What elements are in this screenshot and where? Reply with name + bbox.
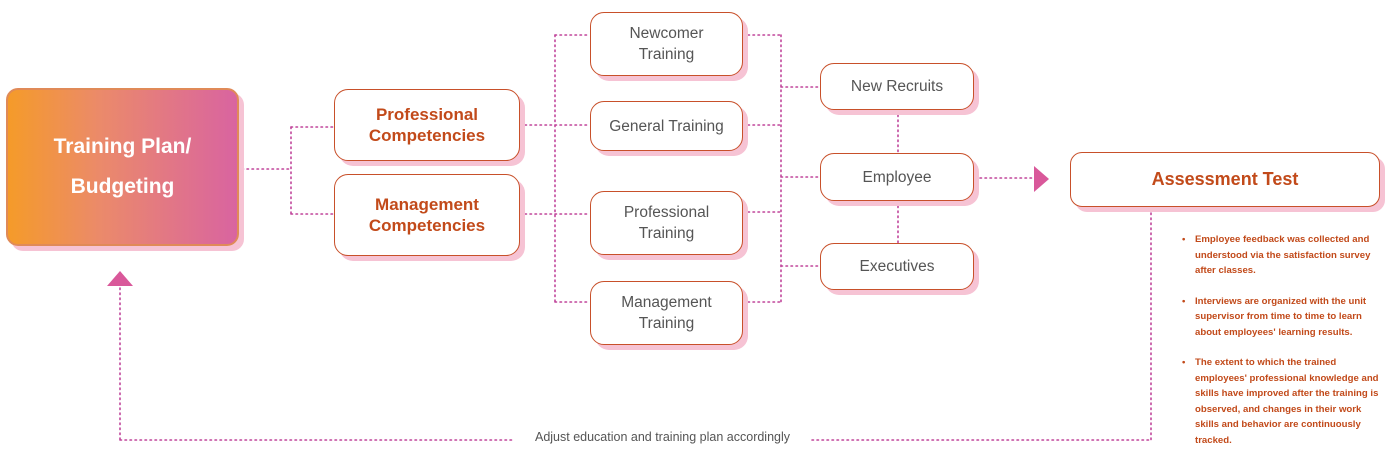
general-training-box: General Training — [590, 101, 743, 151]
professional-training-box: Professional Training — [590, 191, 743, 255]
executives-label: Executives — [859, 258, 935, 275]
newcomer-training-box: Newcomer Training — [590, 12, 743, 76]
assessment-note: Employee feedback was collected and unde… — [1180, 232, 1385, 279]
employee-label: Employee — [862, 168, 932, 186]
newcomer-training-line2: Training — [638, 46, 695, 63]
management-training-line1: Management — [621, 294, 712, 311]
management-training-line2: Training — [638, 315, 695, 332]
professional-competencies-line2: Competencies — [368, 126, 486, 145]
employee-box: Employee — [820, 153, 974, 201]
new-recruits-label: New Recruits — [850, 78, 944, 95]
professional-training-line2: Training — [638, 225, 695, 242]
feedback-loop-label: Adjust education and training plan accor… — [520, 430, 805, 444]
general-training-label: General Training — [609, 117, 724, 135]
assessment-note: The extent to which the trained employee… — [1180, 355, 1385, 448]
arrow-up-icon — [107, 271, 133, 286]
professional-training-line1: Professional — [623, 204, 710, 221]
management-competencies-line1: Management — [375, 195, 479, 214]
assessment-test-label: Assessment Test — [1151, 169, 1299, 189]
management-competencies-box: Management Competencies — [334, 174, 520, 256]
professional-competencies-line1: Professional — [375, 105, 479, 124]
arrow-right-icon — [1034, 166, 1049, 192]
assessment-note: Interviews are organized with the unit s… — [1180, 294, 1385, 341]
assessment-test-box: Assessment Test — [1070, 152, 1380, 207]
newcomer-training-line1: Newcomer — [629, 25, 704, 42]
management-training-box: Management Training — [590, 281, 743, 345]
executives-box: Executives — [820, 243, 974, 290]
training-plan-budgeting-box: Training Plan/ Budgeting — [6, 88, 239, 246]
main-title-line1: Training Plan/ — [53, 135, 192, 158]
new-recruits-box: New Recruits — [820, 63, 974, 110]
professional-competencies-box: Professional Competencies — [334, 89, 520, 161]
assessment-notes-list: Employee feedback was collected and unde… — [1180, 232, 1385, 463]
management-competencies-line2: Competencies — [368, 216, 486, 235]
main-title-line2: Budgeting — [70, 175, 175, 198]
